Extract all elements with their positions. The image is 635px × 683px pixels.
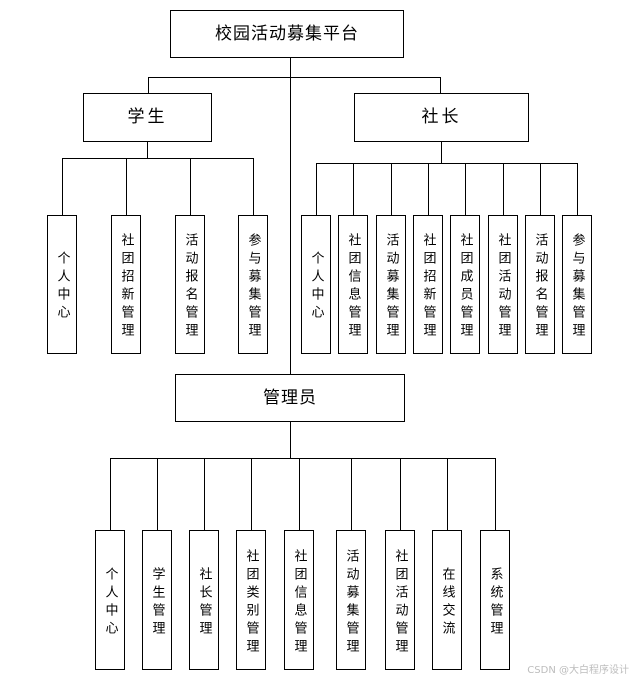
role-node-student: 学生 bbox=[83, 93, 212, 142]
student-function-label: 活动报名管理 bbox=[182, 233, 198, 341]
role-node-admin: 管理员 bbox=[175, 374, 405, 422]
president-function-club-info-management: 社团信息管理 bbox=[338, 215, 368, 354]
president-function-label: 社团活动管理 bbox=[495, 233, 511, 341]
admin-function-activity-fundraising-management: 活动募集管理 bbox=[336, 530, 366, 670]
president-function-club-recruitment-management: 社团招新管理 bbox=[413, 215, 443, 354]
root-node: 校园活动募集平台 bbox=[170, 10, 404, 58]
student-function-club-recruitment-management: 社团招新管理 bbox=[111, 215, 141, 354]
student-function-personal-center: 个人中心 bbox=[47, 215, 77, 354]
admin-function-label: 社团信息管理 bbox=[291, 548, 307, 657]
admin-function-online-chat: 在线交流 bbox=[432, 530, 462, 670]
admin-function-system-management: 系统管理 bbox=[480, 530, 510, 670]
role-node-president-label: 社长 bbox=[421, 107, 462, 127]
student-function-label: 个人中心 bbox=[54, 251, 70, 323]
president-function-label: 个人中心 bbox=[308, 251, 324, 323]
president-function-label: 社团成员管理 bbox=[457, 233, 473, 341]
president-function-activity-fundraising-management: 活动募集管理 bbox=[376, 215, 406, 354]
admin-function-label: 在线交流 bbox=[439, 566, 455, 639]
role-node-president: 社长 bbox=[354, 93, 529, 142]
admin-function-label: 个人中心 bbox=[102, 566, 118, 639]
admin-function-club-activity-management: 社团活动管理 bbox=[385, 530, 415, 670]
watermark: CSDN @大白程序设计 bbox=[527, 665, 629, 676]
admin-function-personal-center: 个人中心 bbox=[95, 530, 125, 670]
president-function-activity-registration-management: 活动报名管理 bbox=[525, 215, 555, 354]
admin-function-president-management: 社长管理 bbox=[189, 530, 219, 670]
admin-function-label: 社团类别管理 bbox=[243, 548, 259, 657]
role-node-student-label: 学生 bbox=[127, 107, 168, 127]
admin-function-label: 社长管理 bbox=[196, 566, 212, 639]
president-function-label: 社团招新管理 bbox=[420, 233, 436, 341]
student-function-label: 社团招新管理 bbox=[118, 233, 134, 341]
student-function-activity-registration-management: 活动报名管理 bbox=[175, 215, 205, 354]
admin-function-label: 社团活动管理 bbox=[392, 548, 408, 657]
root-node-label: 校园活动募集平台 bbox=[215, 23, 359, 44]
role-node-admin-label: 管理员 bbox=[263, 387, 317, 408]
admin-function-label: 系统管理 bbox=[487, 566, 503, 639]
president-function-label: 活动报名管理 bbox=[532, 233, 548, 341]
student-function-label: 参与募集管理 bbox=[245, 233, 261, 341]
admin-function-club-category-management: 社团类别管理 bbox=[236, 530, 266, 670]
president-function-label: 社团信息管理 bbox=[345, 233, 361, 341]
president-function-club-activity-management: 社团活动管理 bbox=[488, 215, 518, 354]
president-function-club-member-management: 社团成员管理 bbox=[450, 215, 480, 354]
admin-function-student-management: 学生管理 bbox=[142, 530, 172, 670]
president-function-label: 参与募集管理 bbox=[569, 233, 585, 341]
admin-function-club-info-management: 社团信息管理 bbox=[284, 530, 314, 670]
president-function-label: 活动募集管理 bbox=[383, 233, 399, 341]
student-function-fundraising-participation-management: 参与募集管理 bbox=[238, 215, 268, 354]
admin-function-label: 学生管理 bbox=[149, 566, 165, 639]
president-function-fundraising-participation-management: 参与募集管理 bbox=[562, 215, 592, 354]
president-function-personal-center: 个人中心 bbox=[301, 215, 331, 354]
admin-function-label: 活动募集管理 bbox=[343, 548, 359, 657]
